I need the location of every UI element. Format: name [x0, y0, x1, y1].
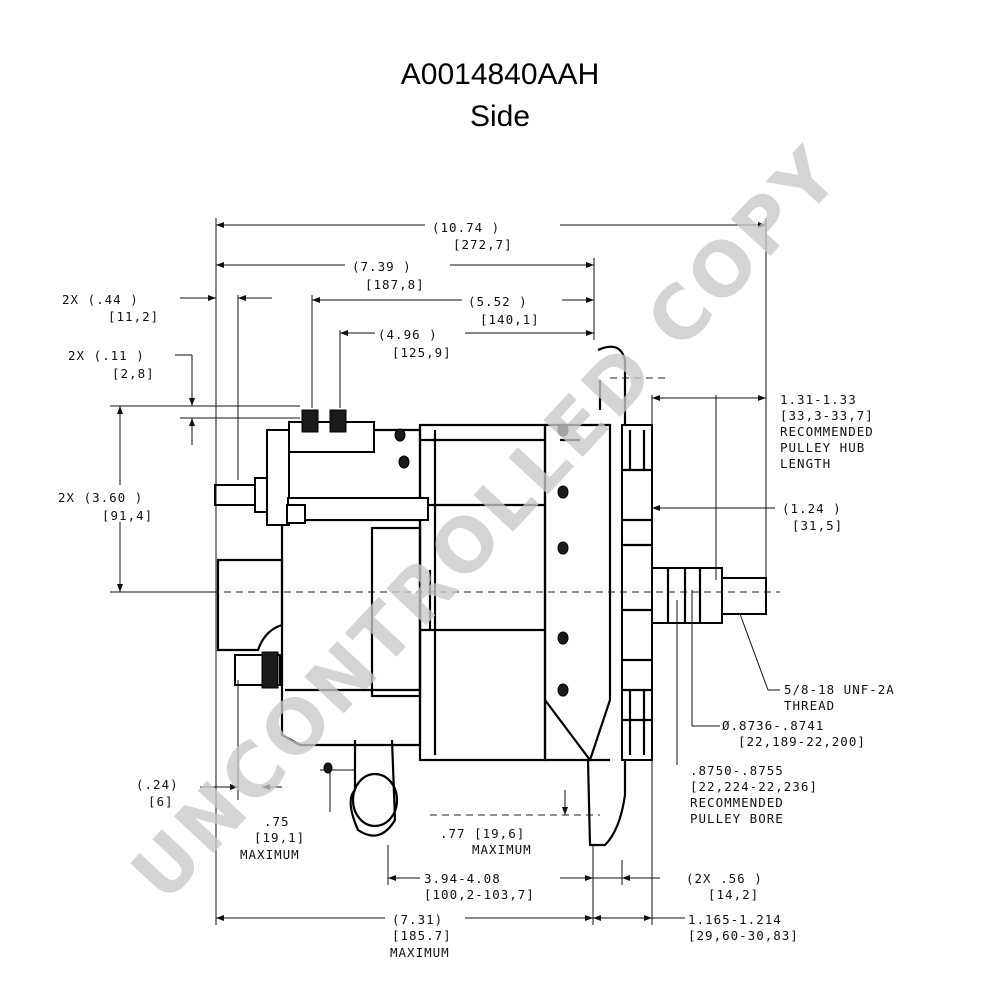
dim-1165-in: 1.165-1.214	[688, 912, 782, 927]
dim-496-in: (4.96 )	[378, 327, 438, 342]
dim-739-in: (7.39 )	[352, 259, 412, 274]
dim-394-mm: [100,2-103,7]	[424, 887, 535, 902]
thread-spec-1: 5/8-18 UNF-2A	[784, 682, 895, 697]
dim-044-in: 2X (.44 )	[62, 292, 139, 307]
dim-075-in: .75	[264, 814, 290, 829]
part-number-title: A0014840AAH	[400, 58, 600, 91]
dim-394-in: 3.94-4.08	[424, 871, 501, 886]
dimension-labels: (10.74 ) [272,7] (7.39 ) [187,8] 2X (.44…	[58, 220, 895, 960]
dim-496-mm: [125,9]	[392, 345, 452, 360]
dim-739-mm: [187,8]	[365, 277, 425, 292]
dim-075-mm: [19,1]	[254, 830, 305, 845]
view-subtitle: Side	[469, 100, 531, 133]
bore-1: .8750-.8755	[690, 763, 784, 778]
dim-731-in: (7.31)	[392, 912, 443, 927]
dimension-lines	[110, 218, 780, 925]
dim-077-in: .77 [19,6]	[440, 826, 525, 841]
dim-124-mm: [31,5]	[792, 518, 843, 533]
dim-overall-in: (10.74 )	[432, 220, 500, 235]
dim-360-mm: [91,4]	[102, 508, 153, 523]
dim-552-in: (5.52 )	[468, 294, 528, 309]
hub-length-1: 1.31-1.33	[780, 392, 857, 407]
hub-length-4: PULLEY HUB	[780, 440, 865, 455]
bore-4: PULLEY BORE	[690, 811, 784, 826]
dim-552-mm: [140,1]	[480, 312, 540, 327]
alternator-body	[200, 345, 780, 847]
shaft-dia-in: Ø.8736-.8741	[722, 718, 824, 733]
dim-077-max: MAXIMUM	[472, 842, 532, 857]
dim-056-mm: [14,2]	[708, 887, 759, 902]
dim-731-mm: [185.7]	[392, 928, 452, 943]
dim-056-in: (2X .56 )	[686, 871, 763, 886]
dim-044-mm: [11,2]	[108, 309, 159, 324]
dim-024-in: (.24)	[136, 777, 179, 792]
bore-2: [22,224-22,236]	[690, 779, 818, 794]
dim-024-mm: [6]	[148, 794, 174, 809]
dim-011-in: 2X (.11 )	[68, 348, 145, 363]
dim-overall-mm: [272,7]	[453, 237, 513, 252]
hub-length-3: RECOMMENDED	[780, 424, 874, 439]
shaft-dia-mm: [22,189-22,200]	[738, 734, 866, 749]
hub-length-5: LENGTH	[780, 456, 831, 471]
dim-124-in: (1.24 )	[782, 501, 842, 516]
dim-731-max: MAXIMUM	[390, 945, 450, 960]
thread-spec-2: THREAD	[784, 698, 835, 713]
dim-360-in: 2X (3.60 )	[58, 490, 143, 505]
bore-3: RECOMMENDED	[690, 795, 784, 810]
dim-011-mm: [2,8]	[112, 366, 155, 381]
hub-length-2: [33,3-33,7]	[780, 408, 874, 423]
dim-075-max: MAXIMUM	[240, 847, 300, 862]
dim-1165-mm: [29,60-30,83]	[688, 928, 799, 943]
